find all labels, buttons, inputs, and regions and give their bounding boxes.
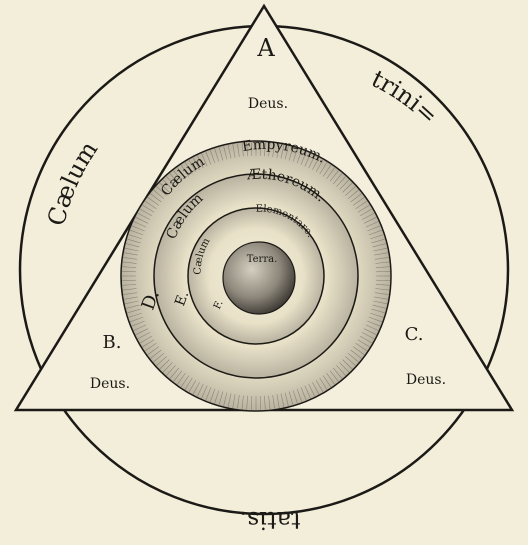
vertex-letter-a: A (256, 34, 275, 62)
center-earth-label: Terra. (247, 254, 278, 265)
vertex-word-a: Deus. (248, 96, 288, 112)
outer-text-bottom: tatis. (239, 506, 300, 534)
earth-globe (223, 242, 295, 314)
vertex-word-c: Deus. (406, 372, 446, 388)
vertex-word-b: Deus. (90, 376, 130, 392)
vertex-letter-c: C. (405, 324, 424, 345)
vertex-letter-b: B. (103, 332, 122, 353)
